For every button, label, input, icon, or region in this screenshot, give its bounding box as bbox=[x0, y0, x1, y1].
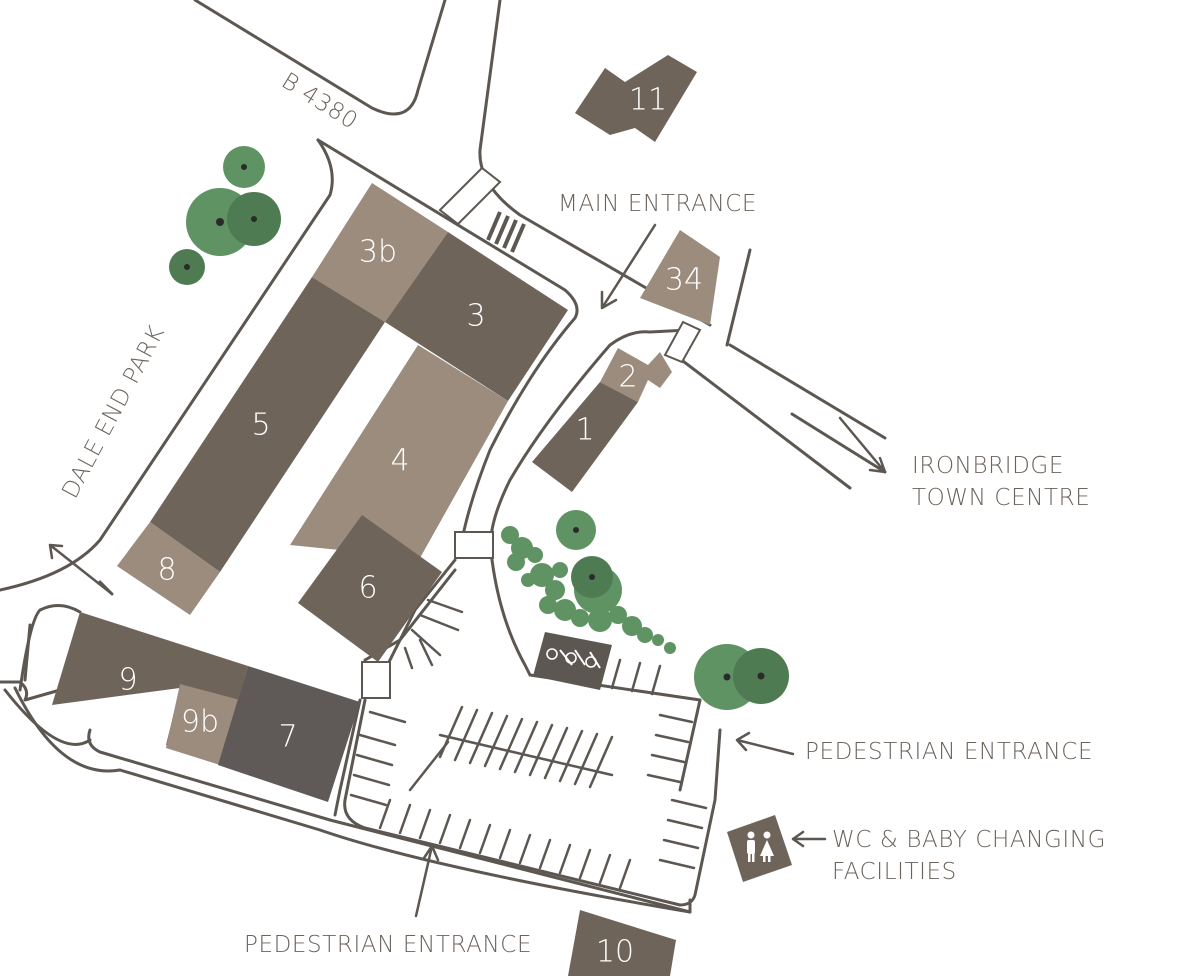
pedestrian-entrance-south-label: PEDESTRIAN ENTRANCE bbox=[244, 932, 532, 958]
svg-text:3: 3 bbox=[466, 299, 485, 334]
main-entrance-label: MAIN ENTRANCE bbox=[558, 191, 757, 217]
buildings: 11 3b 3 34 2 1 5 4 bbox=[52, 55, 720, 976]
tree-icon bbox=[223, 146, 265, 188]
svg-text:7: 7 bbox=[278, 720, 297, 755]
pedestrian-entrance-east-label: PEDESTRIAN ENTRANCE bbox=[805, 739, 1093, 765]
arrow-icon bbox=[48, 543, 114, 596]
wheelchair-icon bbox=[546, 648, 597, 668]
building-8: 8 bbox=[117, 522, 220, 615]
wc-building bbox=[727, 815, 792, 882]
wc-label-2: FACILITIES bbox=[832, 859, 957, 885]
svg-text:11: 11 bbox=[629, 83, 667, 118]
arrow-icon bbox=[838, 416, 887, 474]
svg-text:3b: 3b bbox=[359, 235, 397, 270]
building-10: 10 bbox=[568, 910, 676, 976]
arrow-icon bbox=[414, 844, 440, 918]
parking-row-angled bbox=[403, 598, 464, 670]
trees-park bbox=[169, 146, 281, 285]
svg-text:4: 4 bbox=[390, 444, 409, 479]
building-7: 7 bbox=[218, 666, 360, 802]
town-centre-label-1: IRONBRIDGE bbox=[912, 453, 1064, 479]
tree-icon bbox=[556, 510, 596, 550]
building-9b: 9b bbox=[166, 684, 240, 765]
hedge bbox=[501, 526, 676, 654]
building-11: 11 bbox=[575, 55, 697, 142]
building-2: 2 bbox=[600, 348, 672, 402]
building-5: 5 bbox=[150, 277, 385, 572]
crossings bbox=[361, 166, 702, 699]
tree-icon bbox=[227, 192, 281, 246]
parking-bays bbox=[349, 598, 708, 890]
svg-text:8: 8 bbox=[157, 553, 176, 588]
building-1: 1 bbox=[532, 382, 638, 492]
tree-icon bbox=[571, 556, 613, 598]
svg-text:1: 1 bbox=[575, 413, 594, 448]
building-6: 6 bbox=[298, 515, 442, 662]
building-3b: 3b bbox=[312, 183, 448, 322]
park-label: DALE END PARK bbox=[57, 322, 170, 503]
arrows bbox=[48, 223, 887, 918]
arrow-icon bbox=[600, 223, 657, 310]
svg-text:9b: 9b bbox=[181, 705, 219, 740]
arrow-icon bbox=[735, 731, 795, 756]
arrow-icon bbox=[791, 830, 827, 848]
building-3: 3 bbox=[385, 232, 568, 401]
road-network bbox=[0, 0, 887, 914]
building-34: 34 bbox=[640, 230, 720, 325]
parking-row-bottom bbox=[378, 798, 632, 890]
wc-label-1: WC & BABY CHANGING bbox=[832, 827, 1106, 853]
parking-row-right bbox=[646, 713, 708, 870]
svg-text:34: 34 bbox=[665, 263, 703, 298]
building-4: 4 bbox=[290, 345, 508, 558]
svg-text:9: 9 bbox=[118, 663, 137, 698]
svg-text:5: 5 bbox=[251, 408, 270, 443]
svg-text:6: 6 bbox=[358, 571, 377, 606]
parking-row-top bbox=[610, 658, 662, 696]
parking-row-center bbox=[408, 705, 614, 792]
tree-icon bbox=[169, 249, 205, 285]
town-centre-label-2: TOWN CENTRE bbox=[912, 485, 1090, 511]
zebra-crossing bbox=[486, 211, 526, 253]
trees-carpark bbox=[501, 510, 789, 710]
parking-row-left bbox=[349, 710, 407, 807]
tree-icon bbox=[733, 648, 789, 704]
road-label-b4380: B 4380 bbox=[277, 68, 362, 135]
svg-text:2: 2 bbox=[618, 360, 637, 395]
toilet-icon bbox=[747, 831, 774, 862]
disabled-parking bbox=[533, 632, 612, 690]
svg-text:10: 10 bbox=[596, 935, 634, 970]
